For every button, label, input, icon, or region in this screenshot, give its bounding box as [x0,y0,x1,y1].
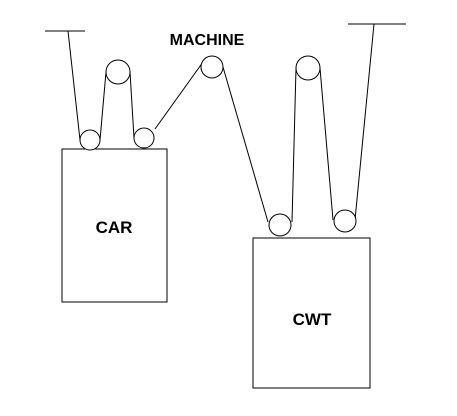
counterweight-label: CWT [293,310,332,329]
car-label: CAR [96,218,133,237]
machine-sheave [200,55,224,79]
rope-dead-end-right [354,23,375,221]
cwt-sheave-right [333,209,357,233]
hoist-rope [67,23,375,223]
rope-deflector-down [129,71,135,139]
rope-machine-to-cwt [222,66,269,223]
rope-car-sheave-left-up [99,71,107,141]
car-sheave-left [79,129,101,151]
rope-cwt-sheave-up [291,67,297,223]
car-sheave-right [133,127,155,149]
counterweight-box [252,237,371,389]
cwt-sheave-left [268,213,292,237]
deflector-sheave-right [295,55,321,81]
machine-label: MACHINE [170,32,245,49]
deflector-sheave-left [105,59,131,85]
car-box [61,148,168,303]
rope-deflector-cwt-down [319,67,334,221]
rope-dead-end-left [67,30,81,141]
rope-car-to-machine [154,61,204,130]
